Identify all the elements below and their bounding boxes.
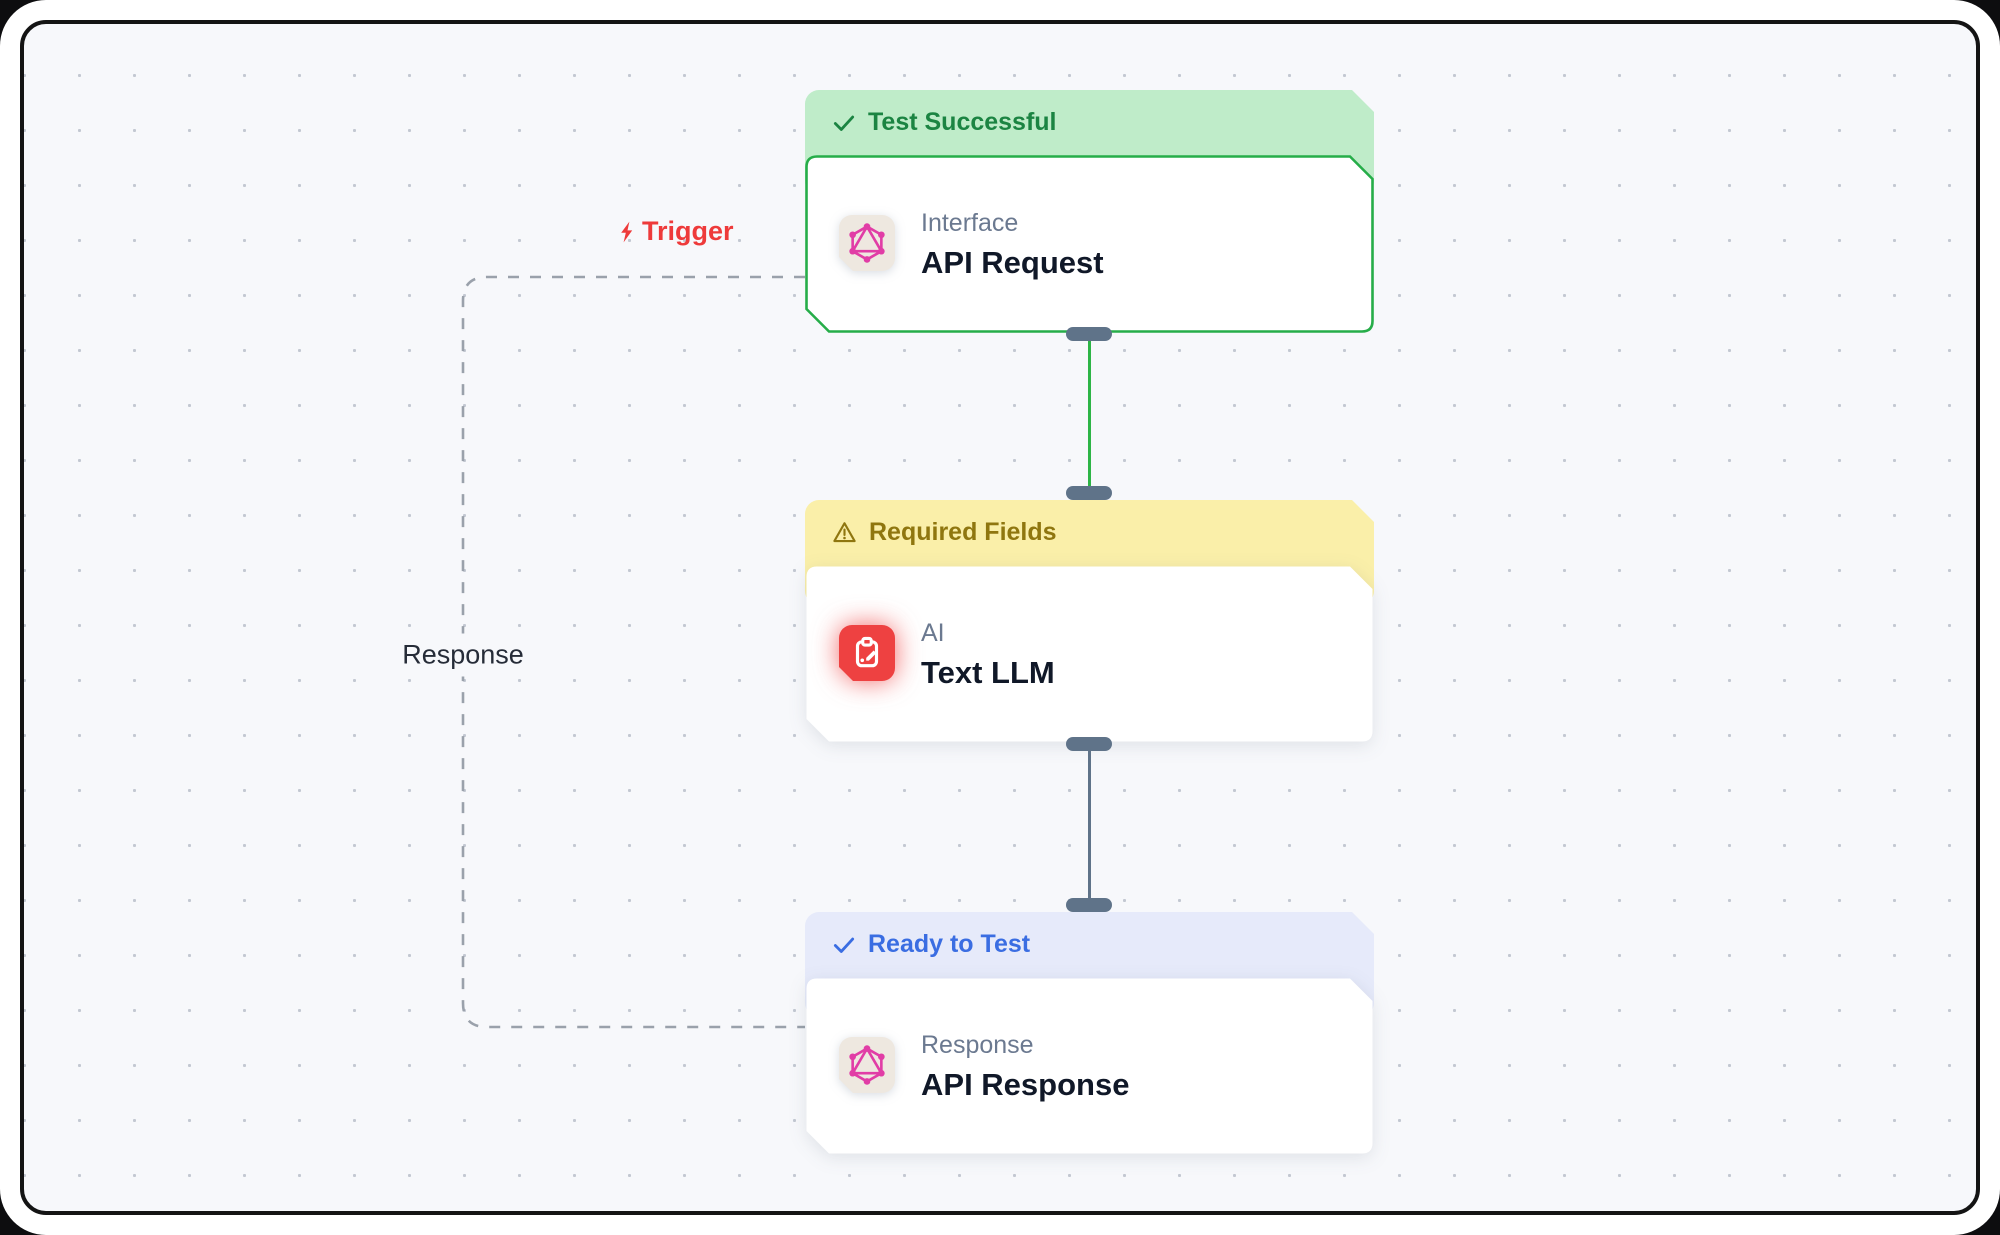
clipboard-pen-icon xyxy=(848,634,886,672)
node-category: Response xyxy=(921,1031,1034,1060)
input-port[interactable] xyxy=(1066,898,1112,912)
node-card-outline xyxy=(805,155,1374,333)
node-title: API Response xyxy=(921,1067,1130,1103)
node-category: Interface xyxy=(921,209,1019,238)
node-icon-tile xyxy=(839,1037,895,1093)
graphql-icon xyxy=(846,1044,888,1086)
trigger-label: Trigger xyxy=(616,216,734,247)
node-title: API Request xyxy=(921,245,1104,281)
output-port[interactable] xyxy=(1066,737,1112,751)
node-icon-tile xyxy=(839,625,895,681)
node-card-outline xyxy=(806,978,1373,1154)
node-card-outline xyxy=(806,566,1373,742)
workflow-canvas[interactable]: Trigger Response Test Successful xyxy=(20,20,1980,1215)
check-icon xyxy=(831,110,857,136)
trigger-text: Trigger xyxy=(642,216,734,246)
node-api-response[interactable]: Ready to Test xyxy=(805,912,1374,1154)
node-api-request[interactable]: Test Successful xyxy=(805,90,1374,333)
graphql-icon xyxy=(846,222,888,264)
output-port[interactable] xyxy=(1066,327,1112,341)
status-text: Required Fields xyxy=(869,518,1057,546)
node-text-llm[interactable]: Required Fields xyxy=(805,500,1374,742)
check-icon xyxy=(831,932,857,958)
lightning-bolt-icon xyxy=(621,221,633,242)
response-edge-label: Response xyxy=(390,633,536,677)
edge-text-llm-to-api-response xyxy=(1066,737,1112,912)
status-text: Test Successful xyxy=(868,108,1057,136)
warning-triangle-icon xyxy=(831,519,858,546)
node-category: AI xyxy=(921,619,945,648)
node-icon-tile xyxy=(839,215,895,271)
input-port[interactable] xyxy=(1066,486,1112,500)
edge-api-request-to-text-llm xyxy=(1066,327,1112,500)
status-text: Ready to Test xyxy=(868,930,1031,958)
node-title: Text LLM xyxy=(921,655,1055,691)
